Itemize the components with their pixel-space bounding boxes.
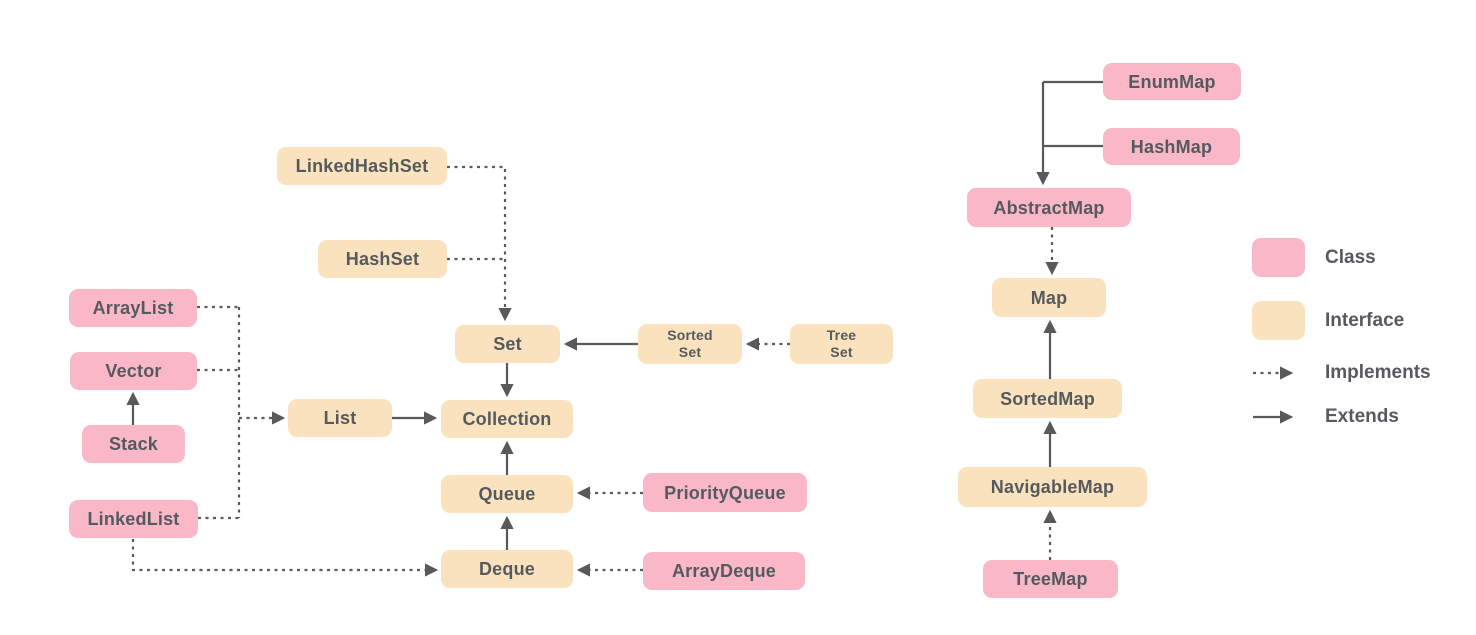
legend-label-interface: Interface (1325, 309, 1405, 331)
node-list: List (288, 399, 392, 437)
node-linkedlist: LinkedList (69, 500, 198, 538)
node-treemap: TreeMap (983, 560, 1118, 598)
legend-item-extends: Extends (1252, 406, 1399, 428)
legend-item-interface: Interface (1252, 301, 1404, 340)
node-map: Map (992, 278, 1106, 317)
node-stack: Stack (82, 425, 185, 463)
node-priorityqueue: PriorityQueue (643, 473, 807, 512)
node-vector: Vector (70, 352, 197, 390)
legend-label-implements: Implements (1325, 362, 1431, 383)
node-linkedhashset: LinkedHashSet (277, 147, 447, 185)
node-deque: Deque (441, 550, 573, 588)
node-queue: Queue (441, 475, 573, 513)
edge-linkedlist-deque (131, 539, 439, 577)
legend-label-extends: Extends (1325, 406, 1399, 427)
node-arraylist: ArrayList (69, 289, 197, 327)
node-enummap: EnumMap (1103, 63, 1241, 100)
solid-arrow-icon (1253, 410, 1294, 424)
node-arraydeque: ArrayDeque (643, 552, 805, 590)
node-hashmap: HashMap (1103, 128, 1240, 165)
legend-label-class: Class (1325, 246, 1376, 268)
legend-item-implements: Implements (1252, 362, 1431, 384)
node-navigablemap: NavigableMap (958, 467, 1147, 507)
legend-item-class: Class (1252, 238, 1376, 277)
node-set: Set (455, 325, 560, 363)
dashed-arrow-icon (1253, 366, 1294, 380)
node-abstractmap: AbstractMap (967, 188, 1131, 227)
node-collection: Collection (441, 400, 573, 438)
interface-swatch-icon (1252, 301, 1305, 340)
node-hashset: HashSet (318, 240, 447, 278)
edge-linkedhashset-set (447, 165, 512, 322)
class-swatch-icon (1252, 238, 1305, 277)
node-sortedmap: SortedMap (973, 379, 1122, 418)
